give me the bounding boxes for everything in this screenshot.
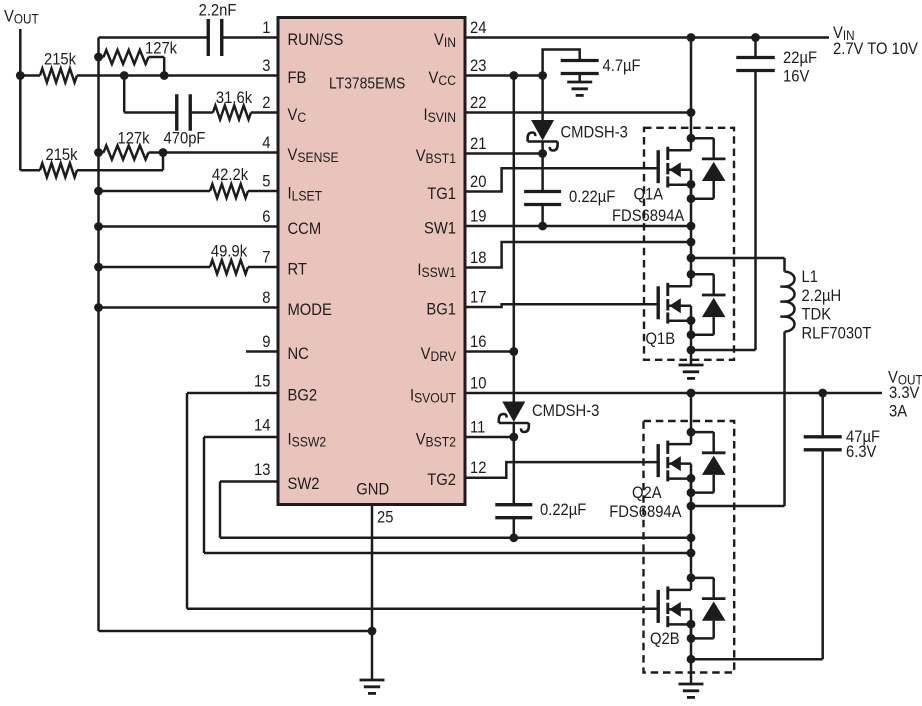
svg-text:TDK: TDK	[802, 306, 832, 324]
svg-text:FDS6894A: FDS6894A	[609, 503, 682, 521]
svg-text:TG2: TG2	[427, 471, 456, 489]
svg-text:22µF: 22µF	[783, 49, 817, 67]
svg-text:ISSW2: ISSW2	[288, 430, 327, 449]
svg-text:SW2: SW2	[288, 475, 320, 493]
svg-text:VBST2: VBST2	[416, 430, 456, 449]
svg-text:3: 3	[262, 57, 270, 75]
svg-text:VIN: VIN	[434, 31, 456, 50]
svg-text:470pF: 470pF	[164, 130, 206, 148]
svg-text:VIN: VIN	[833, 24, 855, 43]
svg-text:24: 24	[470, 19, 487, 37]
svg-text:VOUT: VOUT	[4, 8, 39, 27]
svg-text:25: 25	[377, 509, 394, 527]
svg-text:ISVIN: ISVIN	[423, 106, 456, 125]
svg-text:3.3V: 3.3V	[889, 384, 920, 402]
svg-text:VC: VC	[288, 106, 307, 125]
svg-text:4.7µF: 4.7µF	[603, 57, 641, 75]
svg-text:18: 18	[470, 249, 487, 267]
svg-text:2: 2	[262, 94, 270, 112]
svg-text:ISVOUT: ISVOUT	[410, 386, 456, 405]
svg-text:0.22µF: 0.22µF	[540, 501, 587, 519]
svg-text:Q1A: Q1A	[634, 186, 664, 204]
svg-text:1: 1	[262, 19, 270, 37]
svg-text:21: 21	[470, 135, 487, 153]
svg-text:BG1: BG1	[426, 300, 456, 318]
svg-text:CMDSH-3: CMDSH-3	[532, 402, 599, 420]
svg-text:0.22µF: 0.22µF	[569, 188, 616, 206]
svg-text:42.2k: 42.2k	[212, 166, 248, 184]
svg-text:BG2: BG2	[288, 386, 318, 404]
svg-text:16: 16	[470, 333, 487, 351]
svg-text:Q1B: Q1B	[646, 330, 676, 348]
svg-text:14: 14	[254, 417, 271, 435]
svg-text:2.7V TO 10V: 2.7V TO 10V	[833, 40, 918, 58]
svg-text:L1: L1	[802, 268, 819, 286]
svg-text:19: 19	[470, 208, 487, 226]
svg-text:3A: 3A	[889, 403, 907, 421]
svg-text:VDRV: VDRV	[421, 345, 457, 364]
svg-text:CCM: CCM	[288, 220, 322, 238]
svg-text:31.6k: 31.6k	[216, 89, 252, 107]
svg-text:VCC: VCC	[429, 69, 456, 88]
svg-text:2.2nF: 2.2nF	[199, 2, 237, 20]
svg-text:TG1: TG1	[427, 185, 456, 203]
svg-text:RUN/SS: RUN/SS	[288, 31, 344, 49]
svg-text:23: 23	[470, 57, 487, 75]
svg-text:22: 22	[470, 94, 487, 112]
svg-text:215k: 215k	[44, 51, 76, 69]
svg-text:9: 9	[262, 333, 270, 351]
svg-text:8: 8	[262, 289, 270, 307]
svg-text:17: 17	[470, 289, 487, 307]
svg-text:11: 11	[470, 419, 485, 437]
svg-text:15: 15	[254, 373, 271, 391]
svg-text:10: 10	[470, 375, 487, 393]
svg-text:RLF7030T: RLF7030T	[802, 324, 872, 342]
svg-text:12: 12	[470, 459, 487, 477]
svg-text:2.2µH: 2.2µH	[802, 287, 842, 305]
svg-text:VBST1: VBST1	[416, 147, 456, 166]
svg-text:6.3V: 6.3V	[846, 443, 877, 461]
svg-text:16V: 16V	[783, 67, 810, 85]
svg-text:FDS6894A: FDS6894A	[612, 207, 685, 225]
svg-text:NC: NC	[288, 345, 309, 363]
svg-text:Q2A: Q2A	[632, 484, 662, 502]
svg-text:Q2B: Q2B	[650, 630, 680, 648]
svg-text:215k: 215k	[45, 146, 77, 164]
svg-text:FB: FB	[288, 69, 307, 87]
svg-text:7: 7	[262, 249, 270, 267]
svg-text:MODE: MODE	[288, 301, 332, 319]
svg-text:47µF: 47µF	[846, 428, 880, 446]
svg-text:127k: 127k	[117, 130, 149, 148]
svg-text:VSENSE: VSENSE	[288, 146, 339, 165]
svg-text:SW1: SW1	[424, 219, 456, 237]
svg-text:LT3785EMS: LT3785EMS	[329, 74, 405, 92]
svg-text:RT: RT	[288, 260, 308, 278]
svg-text:4: 4	[262, 134, 270, 152]
svg-text:GND: GND	[356, 481, 389, 499]
svg-text:49.9k: 49.9k	[211, 243, 247, 261]
svg-text:VOUT: VOUT	[888, 369, 922, 388]
svg-text:ILSET: ILSET	[288, 184, 323, 203]
svg-text:CMDSH-3: CMDSH-3	[561, 124, 628, 142]
svg-text:6: 6	[262, 208, 270, 226]
svg-text:5: 5	[262, 173, 270, 191]
svg-text:13: 13	[254, 461, 271, 479]
svg-text:20: 20	[470, 173, 487, 191]
svg-text:127k: 127k	[145, 40, 177, 58]
svg-text:ISSW1: ISSW1	[417, 261, 456, 280]
